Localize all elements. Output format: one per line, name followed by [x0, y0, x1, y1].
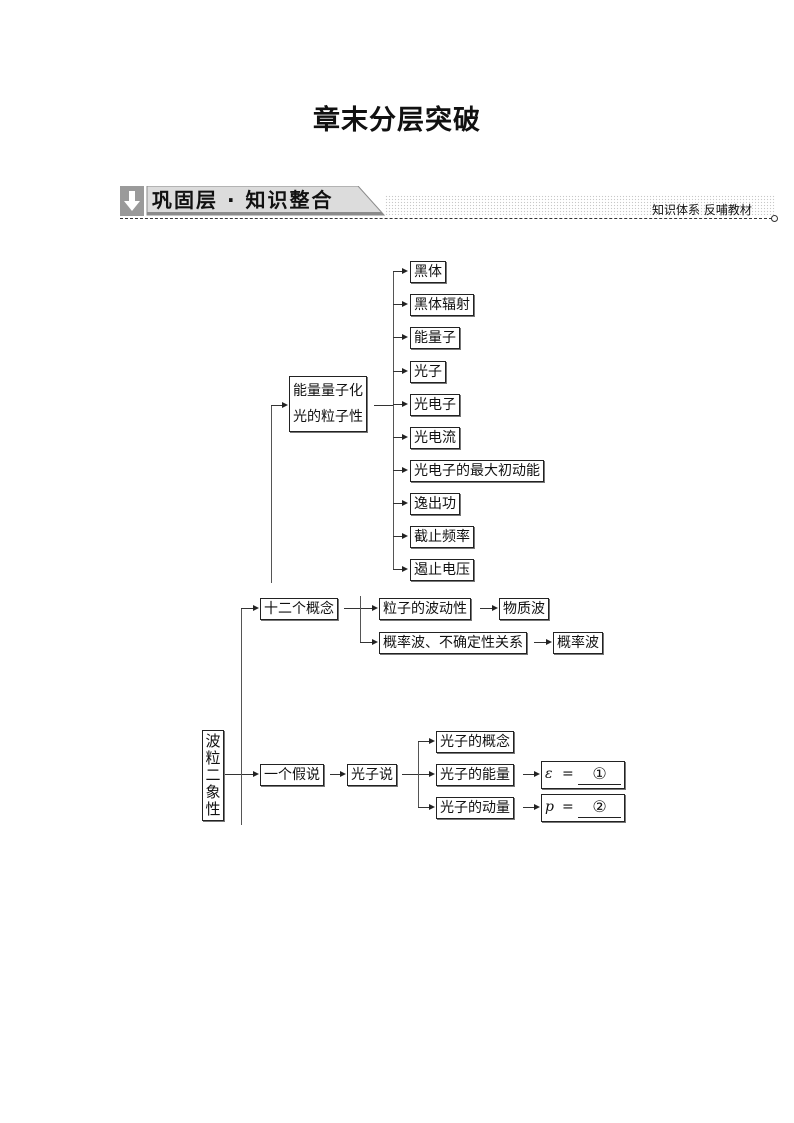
node-photon-theory: 光子说	[347, 764, 397, 786]
fan-branch	[393, 337, 403, 338]
arrow-icon	[402, 401, 408, 407]
group-line2: 光的粒子性	[293, 409, 363, 425]
group-line1: 能量量子化	[293, 383, 363, 399]
list-item: 截止频率	[410, 526, 474, 548]
trunk-to-concepts	[241, 608, 254, 609]
arrow-icon	[492, 605, 498, 611]
fan-branch	[393, 437, 403, 438]
formula-equals: =	[562, 799, 574, 815]
arrow-icon	[372, 639, 378, 645]
answer-blank-2[interactable]: ②	[578, 797, 621, 818]
arrow-icon	[402, 467, 408, 473]
banner-shape	[120, 186, 386, 216]
arrow-icon	[402, 268, 408, 274]
node-one-hypothesis: 一个假说	[260, 764, 324, 786]
energy-formula-box: ε = ①	[541, 761, 625, 789]
wave-branch-line	[360, 596, 361, 643]
arrow-icon	[534, 771, 540, 777]
arrow-icon	[402, 533, 408, 539]
list-item: 光电子的最大初动能	[410, 460, 544, 482]
root-node: 波粒二象性	[202, 730, 224, 821]
banner-dot-pattern	[385, 195, 775, 215]
arrow-icon	[402, 500, 408, 506]
list-item: 逸出功	[410, 493, 460, 515]
node-photon-concept: 光子的概念	[436, 731, 514, 753]
list-item: 光电子	[410, 394, 460, 416]
arrow-icon	[429, 771, 435, 777]
group-connector	[374, 405, 393, 406]
arrow-icon	[429, 738, 435, 744]
fan-branch	[393, 536, 403, 537]
node-probability-uncertainty: 概率波、不确定性关系	[379, 632, 527, 654]
list-item: 黑体	[410, 261, 446, 283]
fan-branch	[393, 503, 403, 504]
connector	[418, 807, 430, 808]
banner-title: 巩固层 · 知识整合	[152, 188, 334, 212]
fan-branch	[393, 569, 403, 570]
arrow-icon	[402, 368, 408, 374]
arrow-icon	[253, 771, 259, 777]
arrow-icon	[402, 434, 408, 440]
photon-connector	[402, 774, 430, 775]
fan-branch	[393, 404, 403, 405]
arrow-icon	[429, 804, 435, 810]
connector	[480, 608, 493, 609]
fan-branch	[393, 371, 403, 372]
list-item: 遏止电压	[410, 559, 474, 581]
connector	[534, 642, 547, 643]
connector	[330, 774, 341, 775]
connector	[523, 807, 535, 808]
banner-subtitle: 知识体系 反哺教材	[652, 203, 752, 217]
connector	[418, 741, 430, 742]
down-arrow-icon	[124, 191, 140, 211]
list-item: 黑体辐射	[410, 294, 474, 316]
arrow-icon	[282, 402, 288, 408]
photon-branch-line	[418, 741, 419, 808]
main-trunk-line	[241, 608, 242, 825]
arrow-icon	[372, 605, 378, 611]
root-connector	[225, 774, 254, 775]
upper-trunk-line	[271, 405, 272, 583]
momentum-formula-box: p = ②	[541, 794, 625, 822]
fan-branch	[393, 271, 403, 272]
list-item: 光电流	[410, 427, 460, 449]
node-photon-energy: 光子的能量	[436, 764, 514, 786]
formula-symbol: ε	[545, 766, 553, 782]
formula-equals: =	[562, 766, 574, 782]
node-particle-wave: 粒子的波动性	[379, 598, 471, 620]
arrow-icon	[546, 639, 552, 645]
arrow-icon	[340, 771, 346, 777]
arrow-icon	[402, 334, 408, 340]
arrow-icon	[534, 804, 540, 810]
arrow-icon	[253, 605, 259, 611]
node-matter-wave: 物质波	[499, 598, 549, 620]
concepts-connector	[344, 608, 373, 609]
dashed-divider	[120, 218, 772, 219]
formula-symbol: p	[545, 799, 554, 815]
wave-branch-lower	[360, 642, 373, 643]
page-title: 章末分层突破	[313, 105, 481, 136]
answer-blank-1[interactable]: ①	[578, 764, 621, 785]
divider-end-circle	[771, 215, 778, 222]
list-item: 能量子	[410, 327, 460, 349]
fan-branch	[393, 470, 403, 471]
node-twelve-concepts: 十二个概念	[260, 598, 338, 620]
connector	[523, 774, 535, 775]
upper-trunk-to-group	[271, 405, 283, 406]
node-quantization-group: 能量量子化 光的粒子性	[289, 376, 367, 432]
fan-line	[393, 271, 394, 570]
list-item: 光子	[410, 361, 446, 383]
root-label: 波粒二象性	[205, 732, 221, 818]
arrow-icon	[402, 566, 408, 572]
arrow-icon	[402, 301, 408, 307]
node-probability-wave: 概率波	[553, 632, 603, 654]
fan-branch	[393, 304, 403, 305]
node-photon-momentum: 光子的动量	[436, 797, 514, 819]
